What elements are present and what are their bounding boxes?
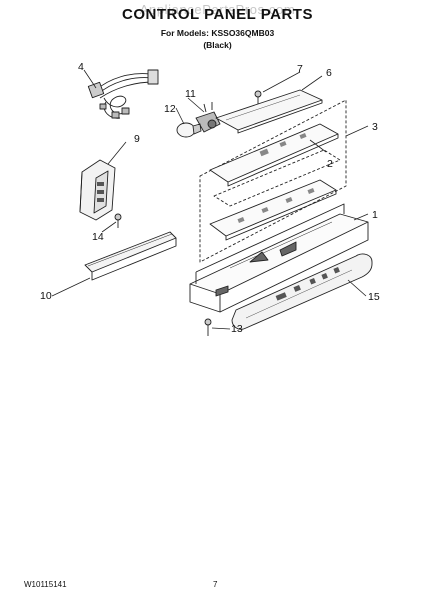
callout-11: 11	[185, 88, 196, 100]
callout-9: 9	[134, 133, 140, 145]
circuit-board-lower	[209, 179, 337, 241]
control-board-part-6	[215, 89, 323, 134]
callout-7: 7	[297, 63, 303, 75]
light-bulb-part-12	[176, 122, 202, 138]
color-variant: (Black)	[203, 40, 232, 50]
trim-strip-part-10	[84, 231, 177, 281]
screw-part-14	[114, 213, 122, 228]
callout-13: 13	[231, 323, 243, 335]
callout-2: 2	[327, 158, 333, 170]
light-socket-part-11	[195, 102, 221, 133]
callout-3: 3	[372, 121, 378, 133]
screw-part-13	[204, 318, 212, 336]
callout-14: 14	[92, 231, 104, 243]
front-panel-part-15	[231, 253, 373, 330]
page-number: 7	[213, 580, 218, 589]
leader-lines	[51, 69, 369, 330]
models-line: For Models: KSSO36QMB03	[160, 28, 275, 38]
callout-4: 4	[78, 61, 84, 73]
assembly-outline-part-3	[199, 99, 347, 263]
callout-6: 6	[326, 67, 332, 79]
callout-1: 1	[372, 209, 378, 221]
watermark-text: AppliancePartsPros.com	[139, 2, 296, 17]
keypad-part-9	[79, 159, 116, 221]
wire-harness-part-4	[87, 69, 159, 119]
callout-12: 12	[164, 103, 176, 115]
circuit-board-part-2	[209, 123, 341, 207]
document-part-number: W10115141	[24, 580, 67, 589]
callout-labels: 3 1 2 4 6 7 9 10 11 12 13 14 15	[40, 61, 380, 335]
control-housing-part-1	[189, 203, 369, 313]
callout-15: 15	[368, 291, 380, 303]
diagram-title: CONTROL PANEL PARTS	[122, 6, 313, 23]
callout-10: 10	[40, 290, 52, 302]
